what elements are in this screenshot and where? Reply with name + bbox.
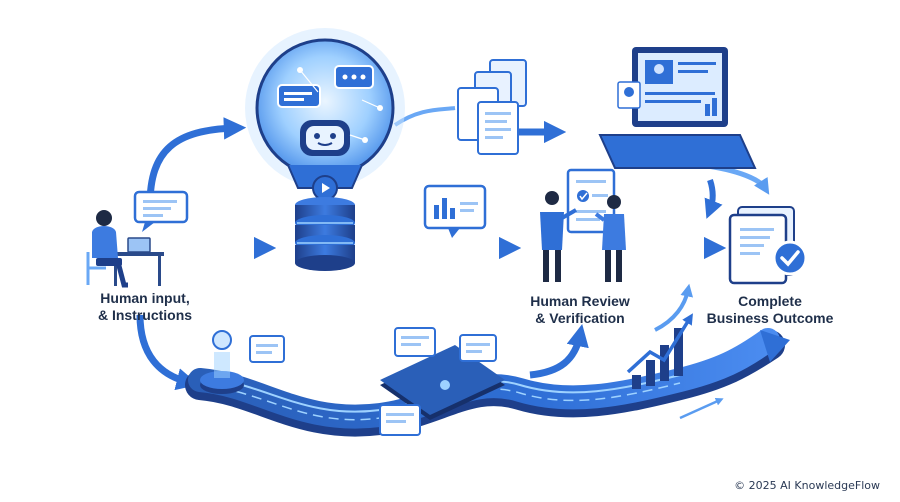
growth-chart-icon (626, 313, 693, 389)
label-human-input-line1: Human input, (100, 290, 190, 306)
label-human-input-line2: & Instructions (97, 307, 193, 323)
label-human-review: Human Review & Verification (505, 293, 655, 327)
arrow-input-to-ai (146, 117, 247, 206)
copyright-notice: © 2025 AI KnowledgeFlow (734, 479, 880, 492)
label-outcome-line1: Complete (738, 293, 802, 309)
label-human-review-line2: & Verification (535, 310, 625, 326)
circuit-path-icon (185, 327, 790, 437)
database-icon (295, 197, 355, 271)
chart-card-icon (423, 184, 487, 238)
label-human-review-line1: Human Review (530, 293, 630, 309)
lightbulb-robot-icon (245, 28, 405, 201)
arrow-outcome-to-review-up (654, 283, 694, 332)
label-human-input: Human input, & Instructions (70, 290, 220, 324)
arrow-path-to-review (529, 324, 589, 379)
documents-icon (457, 59, 527, 155)
person-laptop-icon (86, 210, 164, 288)
people-review-icon (540, 168, 626, 282)
label-outcome: Complete Business Outcome (695, 293, 845, 327)
chat-bubble-icon (133, 190, 189, 232)
arrow-input-down (136, 314, 199, 391)
label-outcome-line2: Business Outcome (706, 310, 834, 326)
laptop-dashboard-icon (598, 47, 757, 169)
small-arrow (679, 397, 724, 420)
checklist-document-icon (728, 206, 808, 285)
